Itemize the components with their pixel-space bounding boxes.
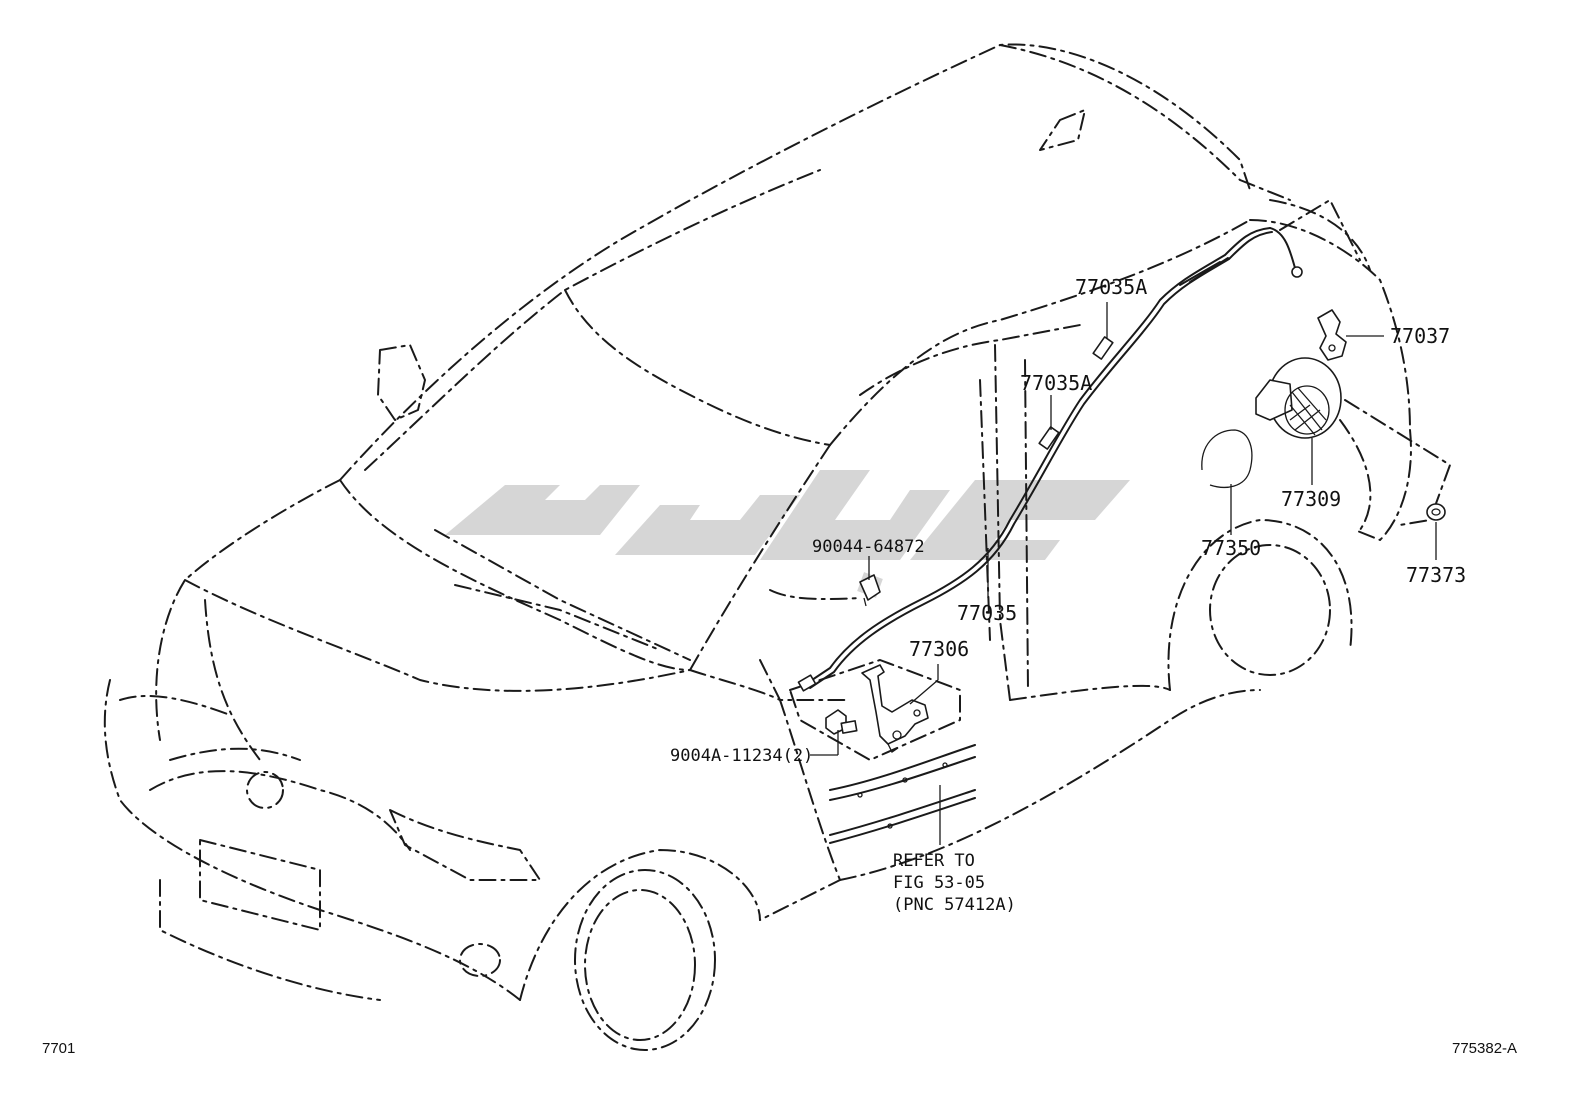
refer-note-line1: REFER TO — [893, 851, 975, 871]
release-cable — [797, 227, 1303, 692]
fuel-lid-panel-77350-glyph — [1201, 429, 1253, 488]
label-77350[interactable]: 77350 — [1201, 536, 1261, 560]
leader-lines — [810, 302, 1437, 845]
vehicle-body-outline — [103, 43, 1451, 1051]
label-9004A-11234[interactable]: 9004A-11234(2) — [670, 746, 813, 766]
fuel-lid-77309-glyph — [1255, 357, 1342, 439]
lock-77037-glyph — [1317, 309, 1347, 361]
figure-code-left: 7701 — [42, 1040, 75, 1057]
part-labels: 77035A 77035A 77037 77309 77350 77373 90… — [670, 275, 1466, 915]
label-77037[interactable]: 77037 — [1390, 324, 1450, 348]
label-77035A-lower[interactable]: 77035A — [1020, 371, 1092, 395]
label-77035A-upper[interactable]: 77035A — [1075, 275, 1147, 299]
figure-code-right: 775382-A — [1452, 1040, 1517, 1057]
label-90044-64872[interactable]: 90044-64872 — [812, 537, 925, 557]
label-77309[interactable]: 77309 — [1281, 487, 1341, 511]
watermark-logo — [445, 470, 1130, 598]
rocker-moulding — [829, 744, 976, 844]
label-77373[interactable]: 77373 — [1406, 563, 1466, 587]
label-77035[interactable]: 77035 — [957, 601, 1017, 625]
bolt-9004A-glyph — [825, 709, 858, 735]
refer-note-line3: (PNC 57412A) — [893, 895, 1016, 915]
label-77306[interactable]: 77306 — [909, 637, 969, 661]
refer-note-line2: FIG 53-05 — [893, 873, 985, 893]
lever-77306-glyph — [861, 664, 929, 753]
grommet-77373-glyph — [1426, 503, 1446, 521]
